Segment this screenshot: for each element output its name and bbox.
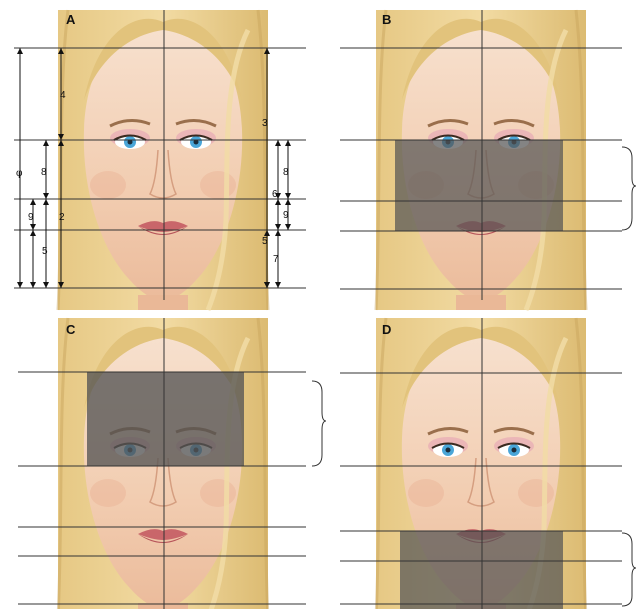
ratio-label-eyes-nose-right: 8 (283, 167, 289, 178)
highlight-hairline-to-eyes-c (87, 372, 244, 466)
ratio-label-face-left: 2 (59, 212, 65, 223)
ratio-label-phi: φ (16, 168, 23, 179)
ratio-label-nose-mouth-right: 9 (283, 210, 289, 221)
panel-label-b: B (382, 12, 391, 27)
panel-c: C (18, 318, 326, 609)
ratio-label-chin-left: 5 (42, 246, 48, 257)
panel-label-a: A (66, 12, 76, 27)
ratio-label-nose-mid: 6 (272, 189, 278, 200)
panel-label-c: C (66, 322, 76, 337)
panel-b: B (340, 10, 636, 310)
ratio-label-mouth-right: 5 (262, 236, 268, 247)
ratio-label-eyes-nose-left: 8 (41, 167, 47, 178)
ratio-label-chin-right: 7 (273, 254, 279, 265)
panel-d: D (340, 318, 636, 609)
ratio-label-top-left: 4 (60, 90, 66, 101)
face-portrait-a (58, 10, 268, 310)
ratio-label-top-right: 3 (262, 118, 268, 129)
curly-brace-c (312, 381, 326, 466)
highlight-eyes-to-mouth-b (395, 140, 563, 231)
panel-label-d: D (382, 322, 391, 337)
curly-brace-b (622, 147, 636, 230)
curly-brace-d (622, 533, 636, 606)
ratio-label-nose-mouth-left: 9 (28, 212, 34, 223)
panel-a: A (14, 10, 306, 310)
